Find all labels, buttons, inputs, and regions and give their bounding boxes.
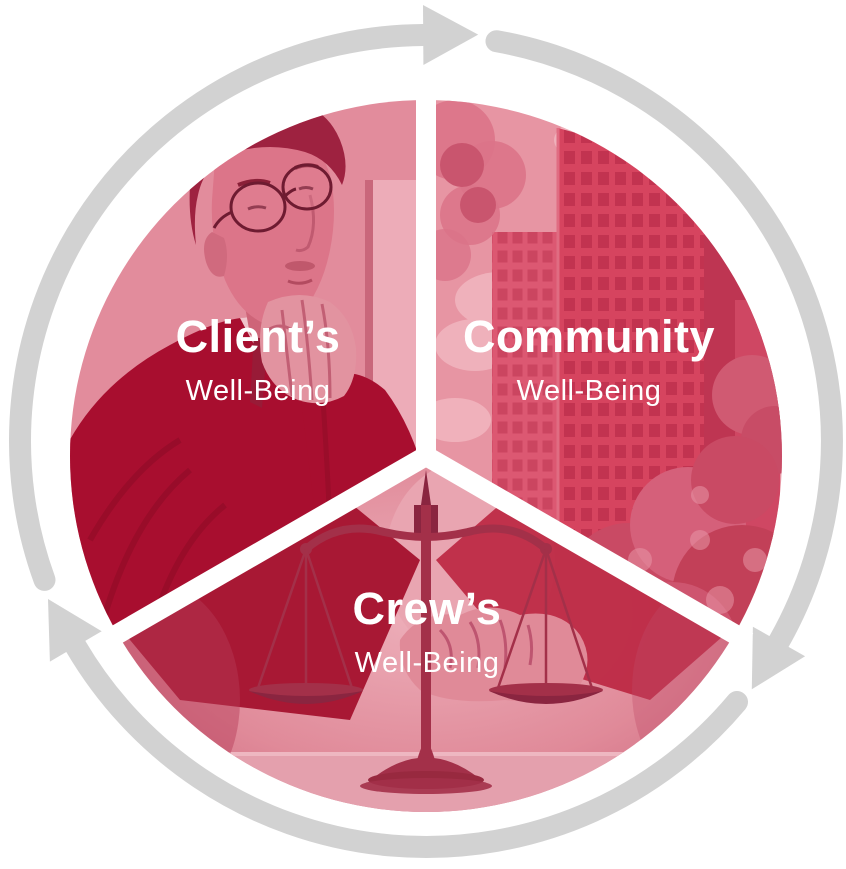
- arrowhead-icon: [751, 626, 806, 690]
- cycle-arrow-bottom: [48, 599, 748, 858]
- arrowhead-icon: [423, 5, 479, 65]
- balance-base: [360, 740, 492, 794]
- ear: [204, 232, 227, 277]
- arrowhead-icon: [48, 599, 102, 662]
- scales-of-justice-icon: [249, 470, 603, 794]
- clasped-hands: [399, 607, 588, 702]
- round-glasses-icon: [212, 163, 333, 233]
- face: [211, 131, 334, 327]
- segment-dividers: [98, 92, 754, 651]
- hand-on-chin: [260, 295, 357, 404]
- balance-pan-right: [489, 683, 603, 704]
- tree-branches-top: [426, 100, 526, 281]
- cycle-arrow-top: [9, 5, 479, 591]
- balance-pointer: [420, 470, 432, 512]
- balance-beam: [303, 524, 549, 553]
- balance-pole: [421, 505, 431, 773]
- balance-pan-left: [249, 683, 363, 704]
- cycle-arrows: [9, 5, 843, 858]
- cycle-arrow-right: [485, 30, 843, 690]
- balance-chains: [256, 548, 594, 694]
